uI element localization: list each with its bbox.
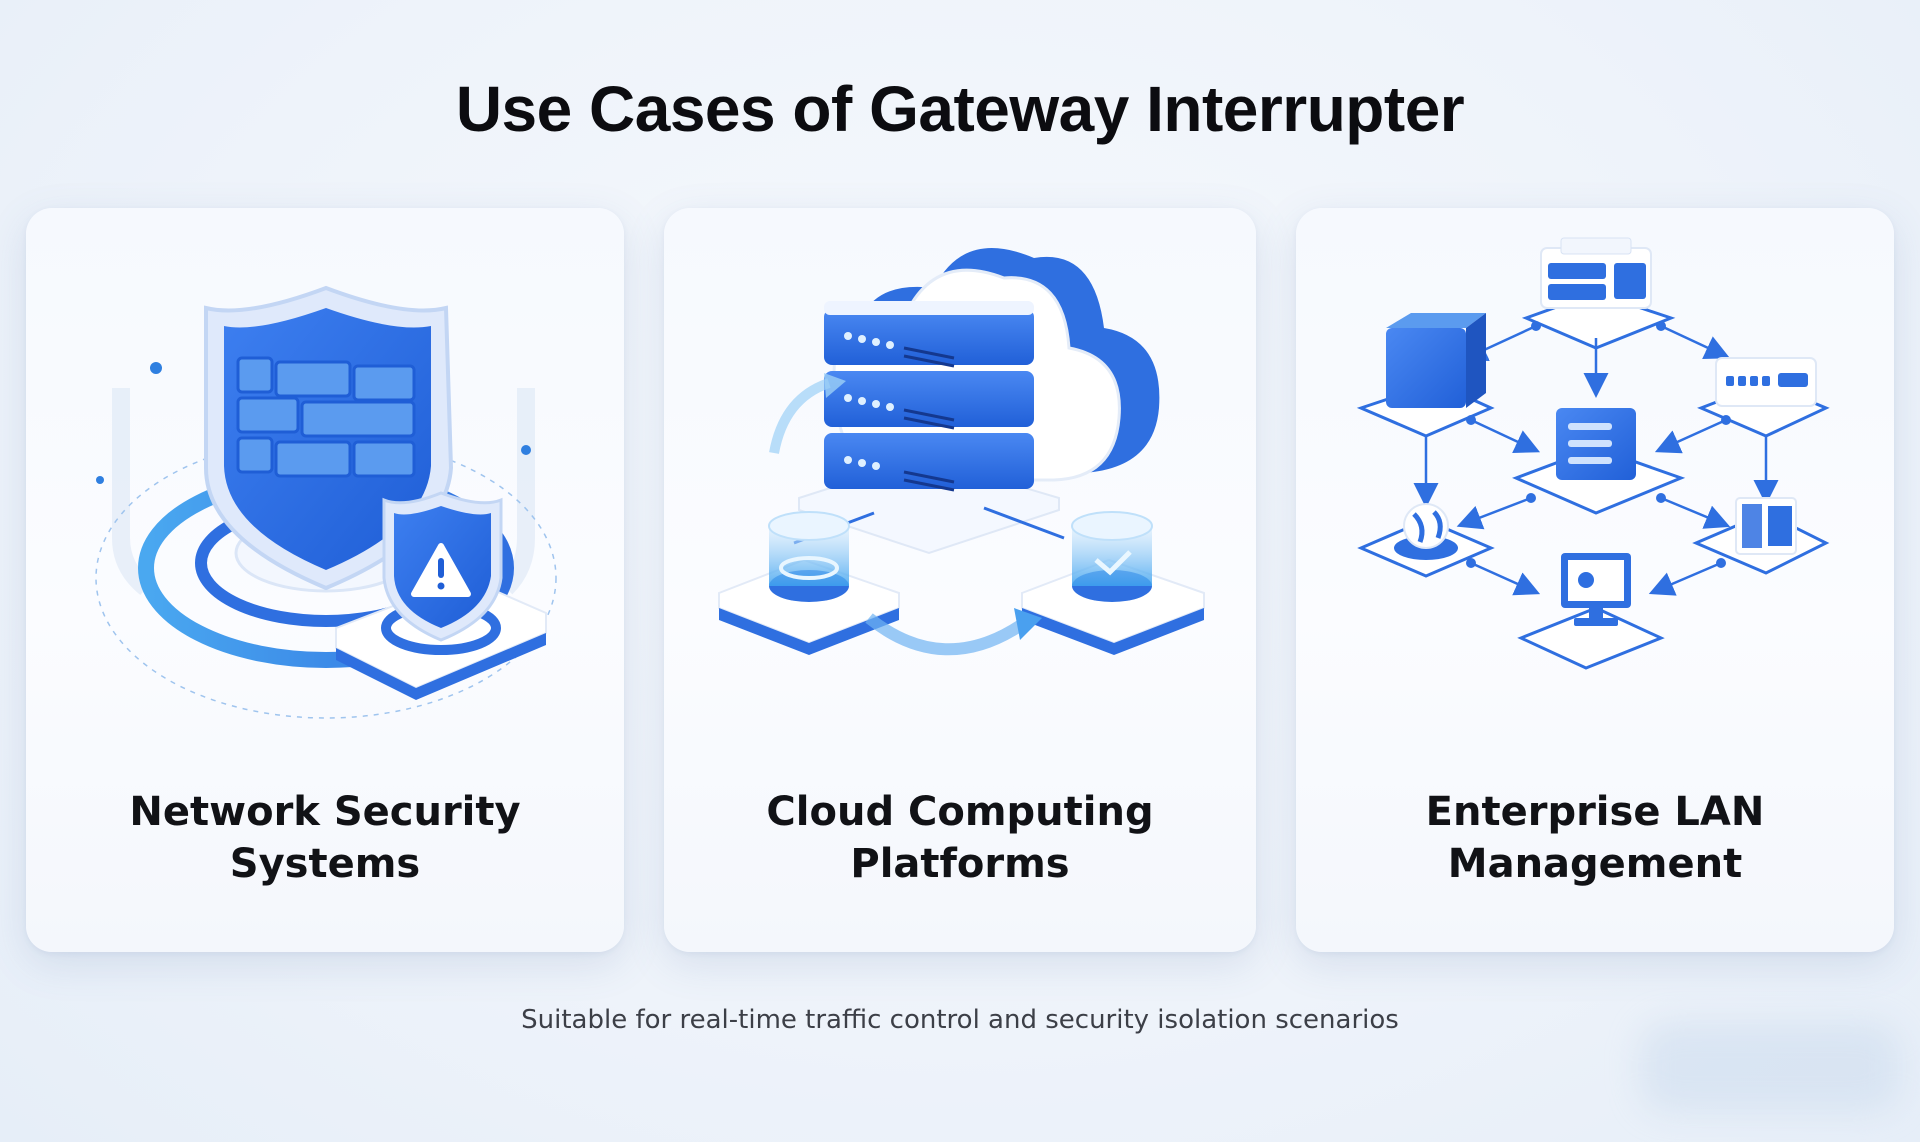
card-label-line2: Management [1447, 841, 1743, 887]
page-caption: Suitable for real-time traffic control a… [521, 1005, 1399, 1035]
card-label-line2: Systems [229, 841, 421, 887]
background-blur-patch [1640, 1022, 1900, 1112]
card-label: Enterprise LAN Management [1296, 786, 1894, 890]
use-case-card-network-security: Network Security Systems [26, 208, 624, 952]
page-title: Use Cases of Gateway Interrupter [455, 73, 1465, 145]
shield-firewall-warning-icon [95, 285, 557, 719]
card-label-line1: Enterprise LAN [1425, 789, 1765, 835]
card-label: Network Security Systems [26, 786, 624, 890]
lan-network-topology-icon [1356, 237, 1830, 670]
card-label-line1: Network Security [129, 789, 521, 835]
card-label: Cloud Computing Platforms [664, 786, 1256, 890]
cloud-server-sync-icon [718, 248, 1205, 656]
card-label-line1: Cloud Computing [766, 789, 1154, 835]
card-label-line2: Platforms [850, 841, 1070, 887]
use-case-card-enterprise-lan: Enterprise LAN Management [1296, 208, 1894, 952]
use-case-card-cloud-computing: Cloud Computing Platforms [664, 208, 1256, 952]
